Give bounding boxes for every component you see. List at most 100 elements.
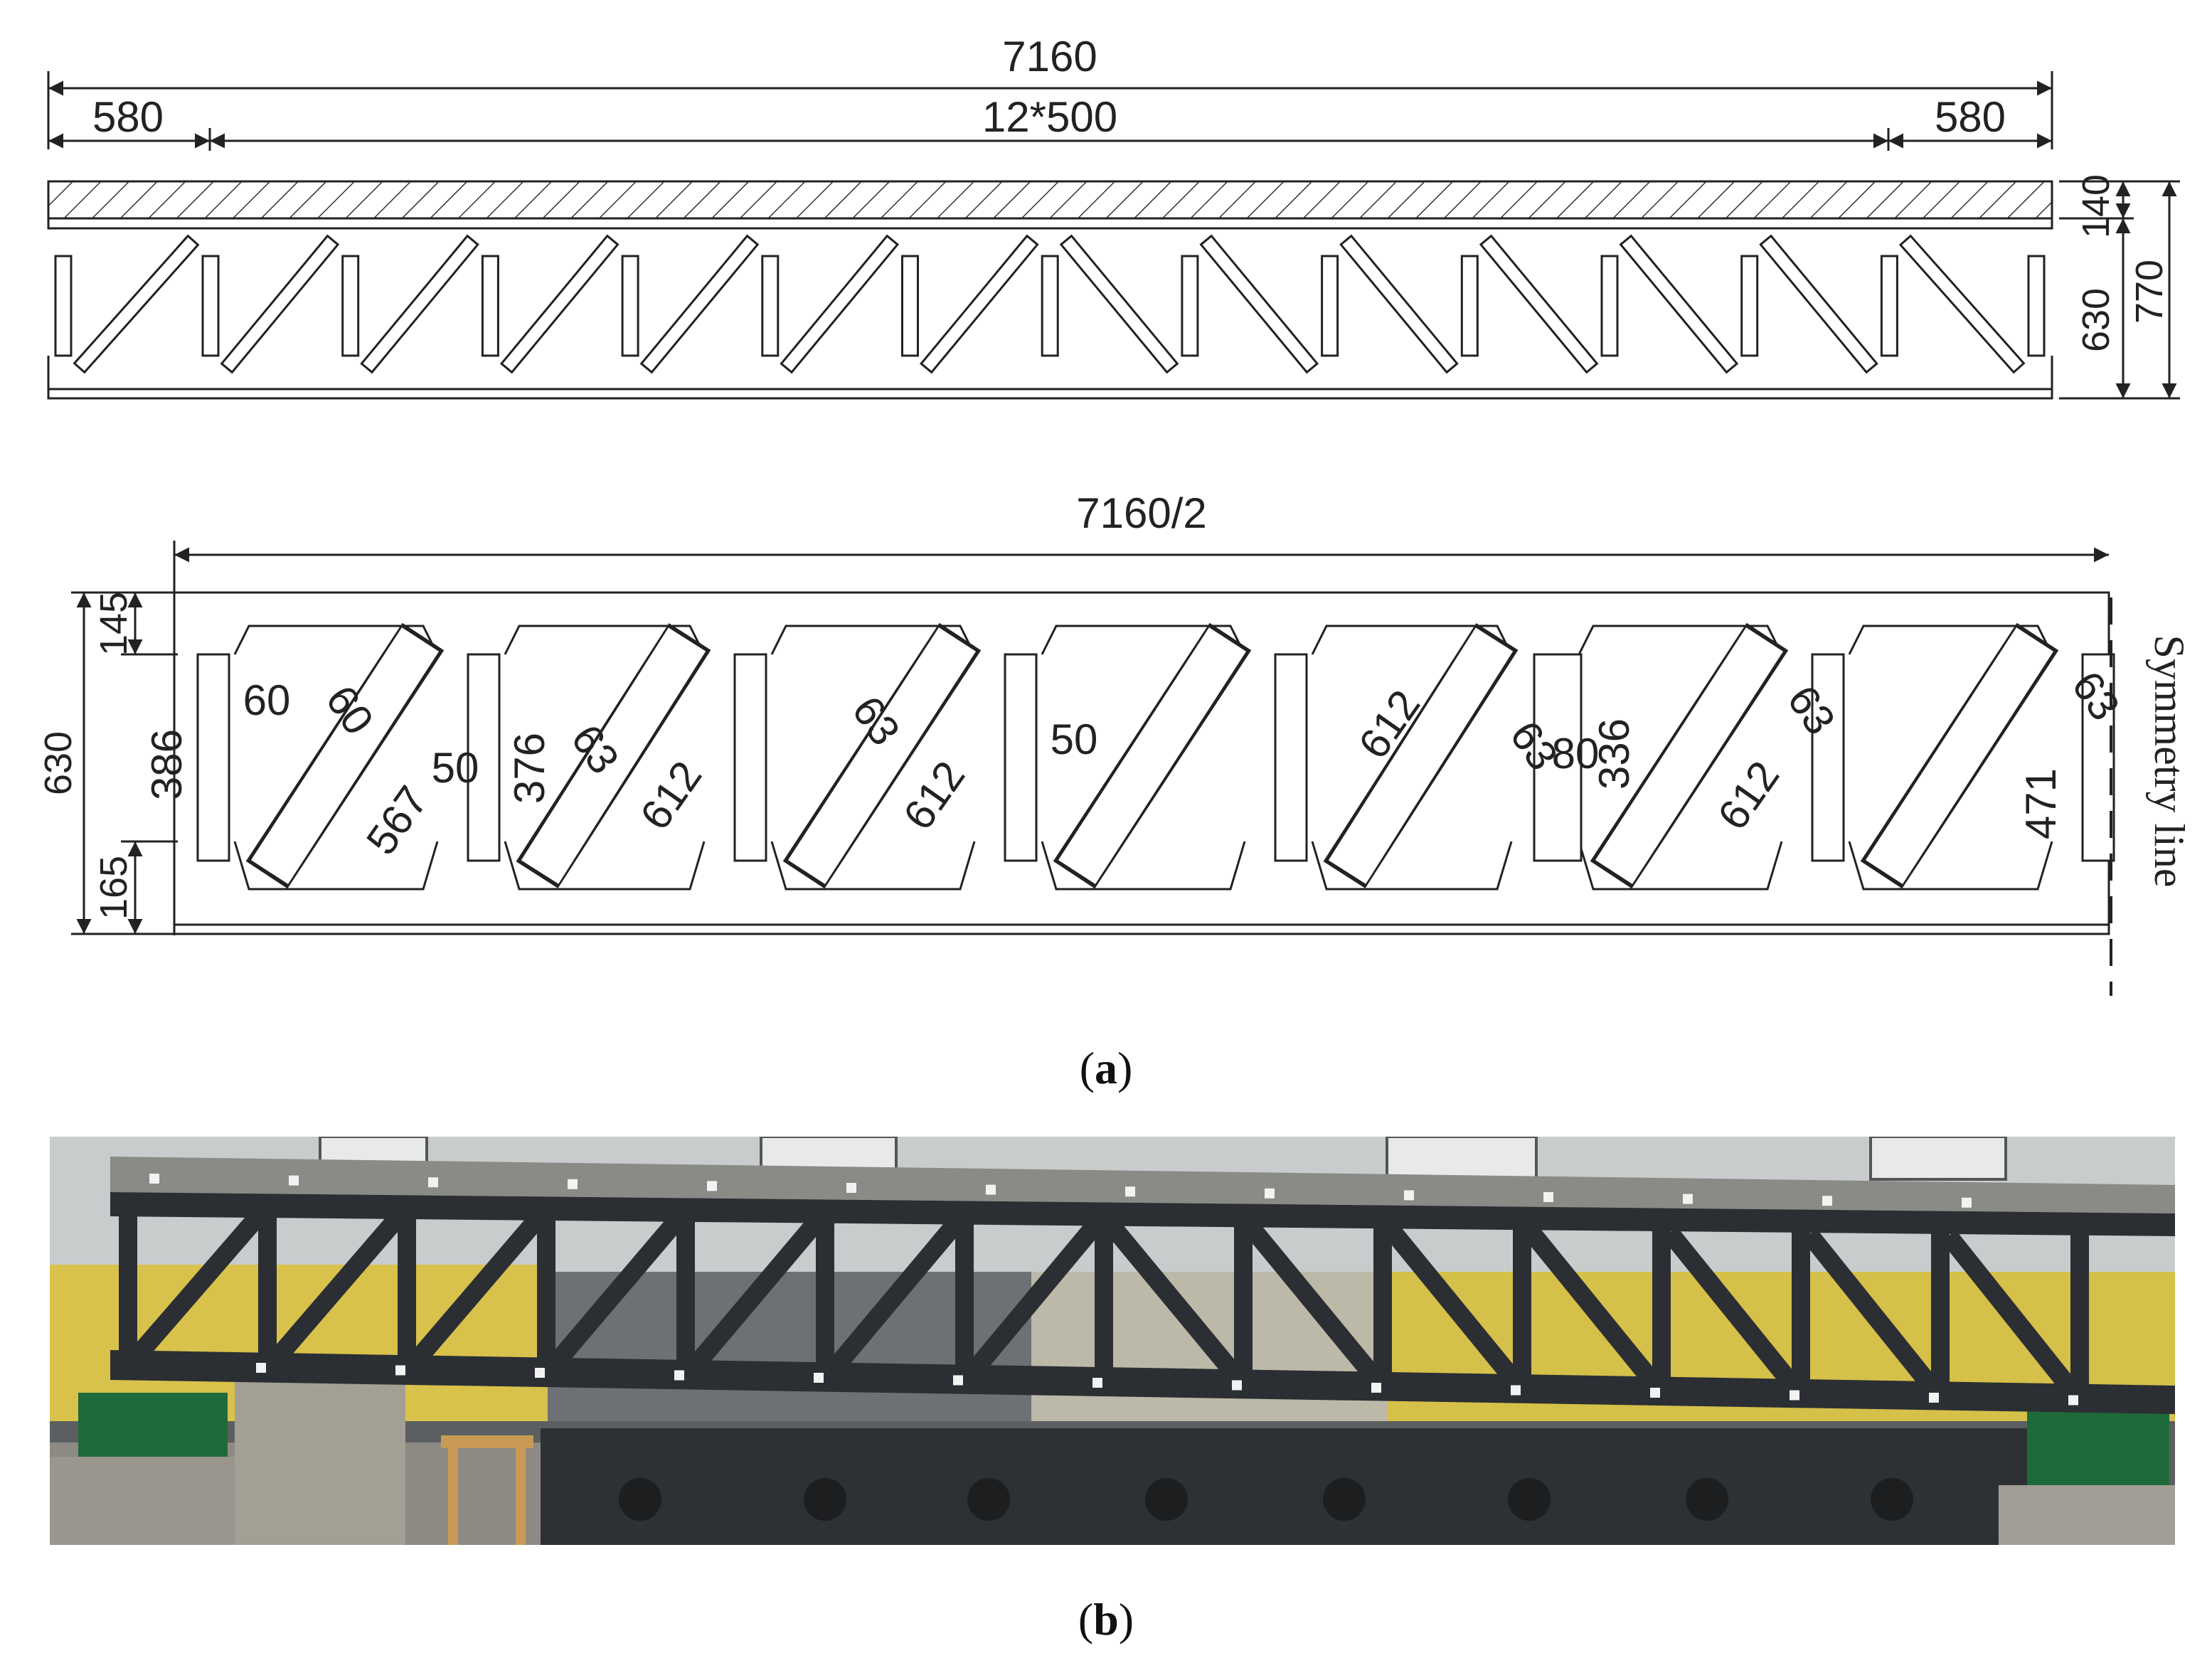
truss-photograph [50, 1137, 2175, 1545]
dim-detail-height: 630 [37, 731, 80, 795]
elevation-vertical [1460, 255, 1479, 357]
detail-width-label: 50 [432, 744, 479, 792]
photo-marker [1404, 1190, 1414, 1201]
elevation-diagonal-inner [1902, 237, 2023, 371]
detail-length-label: 612 [631, 753, 711, 838]
dim-top-chord-height: 145 [92, 592, 135, 656]
photo-diagonal [1244, 1222, 1382, 1383]
elevation-vertical [1321, 255, 1339, 357]
detail-width-label: 60 [243, 676, 291, 724]
elevation-diagonal-inner [503, 237, 617, 371]
elevation-diagonal-inner [363, 237, 477, 371]
truss-drawing: 7160 580 12*500 580 140 630 770 7160/2 6… [37, 33, 2193, 996]
photo-marker [568, 1179, 578, 1189]
dim-bottom-chord-height: 165 [92, 856, 135, 920]
elevation-diagonal-inner [1342, 237, 1456, 371]
elevation-vertical [1600, 255, 1619, 357]
photo-marker [986, 1184, 996, 1195]
detail-diagonal-inner [1865, 627, 2054, 884]
elevation-diagonal-inner [223, 237, 336, 371]
detail-vertical [1274, 653, 1308, 862]
elevation-vertical [1181, 255, 1199, 357]
photo-marker [2068, 1395, 2078, 1406]
detail-bottom-gusset-outline [1578, 841, 1783, 891]
photo-diagonal [129, 1208, 267, 1364]
detail-top-gusset-outline [504, 625, 706, 655]
detail-bottom-gusset-outline [1848, 841, 2053, 891]
photo-diagonal [268, 1210, 406, 1366]
photo-marker [1125, 1186, 1135, 1197]
elevation-vertical [54, 255, 73, 357]
photo-marker [1543, 1192, 1553, 1202]
photo-diagonal [686, 1215, 824, 1374]
photo-marker [1822, 1196, 1832, 1206]
elevation-diagonal-inner [782, 237, 896, 371]
dim-half-length: 7160/2 [1076, 489, 1207, 537]
photo-marker [535, 1368, 545, 1378]
detail-vertical [1533, 653, 1583, 862]
elevation-diagonal-inner [1062, 237, 1176, 371]
dim-overall-length: 7160 [1002, 33, 1097, 80]
dim-total-height: 770 [2128, 260, 2171, 324]
elevation-diagonal-inner [75, 237, 197, 371]
photo-diagonal [1941, 1230, 2079, 1396]
photo-marker [1962, 1197, 1972, 1208]
photo-marker [1092, 1378, 1102, 1388]
detail-top-gusset-outline [233, 625, 439, 655]
caption-b: (b) [1078, 1594, 1134, 1645]
photo-marker [814, 1373, 824, 1383]
detail-length-label: 612 [894, 753, 974, 838]
symmetry-line-label: Symmetry line [2146, 635, 2193, 888]
detail-length-label: 376 [506, 733, 553, 804]
detail-width-label: 63 [2063, 663, 2129, 729]
photo-diagonal [1802, 1228, 1940, 1393]
detail-top-gusset-outline [1041, 625, 1246, 655]
photo-diagonal [547, 1213, 685, 1371]
photo-diagonal [1662, 1227, 1800, 1391]
detail-length-label: 612 [1708, 753, 1788, 838]
elevation-vertical [2027, 255, 2046, 357]
detail-length-label: 336 [1590, 718, 1638, 790]
photo-marker [1790, 1390, 1799, 1401]
elevation-vertical [481, 255, 499, 357]
detail-bottom-gusset-outline [233, 841, 439, 891]
detail-bottom-gusset-outline [1041, 841, 1246, 891]
detail-length-label: 567 [357, 777, 437, 863]
photo-marker [428, 1177, 438, 1188]
elevation-diagonal-inner [1202, 237, 1316, 371]
photo-marker [1929, 1393, 1939, 1403]
photo-marker [1511, 1385, 1521, 1396]
detail-width-label: 80 [1552, 730, 1600, 777]
photo-marker [1232, 1380, 1242, 1391]
elevation-diagonal-inner [1622, 237, 1735, 371]
photo-marker [289, 1175, 299, 1186]
photo-marker [1650, 1388, 1660, 1398]
detail-vertical [467, 653, 501, 862]
elevation-diagonal-inner [922, 237, 1036, 371]
photo-marker [395, 1365, 405, 1376]
photo-marker [846, 1183, 856, 1193]
detail-view [71, 541, 2115, 996]
detail-diagonal-inner [1058, 627, 1247, 884]
elevation-vertical [621, 255, 639, 357]
detail-vertical [1004, 653, 1038, 862]
caption-a: (a) [1079, 1043, 1133, 1093]
detail-diagonal-inner [1328, 627, 1514, 884]
photo-diagonal [1105, 1220, 1243, 1381]
detail-top-gusset-outline [1578, 625, 1783, 655]
detail-vertical [1811, 653, 1845, 862]
photo-diagonal [826, 1217, 964, 1376]
detail-bottom-gusset-outline [770, 841, 976, 891]
detail-diagonal-inner [250, 627, 440, 884]
detail-top-gusset-outline [1311, 625, 1513, 655]
dim-end-panel-right: 580 [1935, 93, 2006, 141]
elevation-diagonal-inner [642, 237, 757, 371]
photo-diagonal [1523, 1225, 1661, 1388]
elevation-diagonal-inner [1762, 237, 1876, 371]
elevation-vertical [1041, 255, 1059, 357]
detail-diagonal-inner [521, 627, 706, 884]
dim-end-panel-left: 580 [92, 93, 164, 141]
dim-middle-panels: 12*500 [982, 93, 1117, 141]
detail-length-label: 471 [2017, 768, 2065, 839]
photo-diagonal [965, 1218, 1103, 1378]
